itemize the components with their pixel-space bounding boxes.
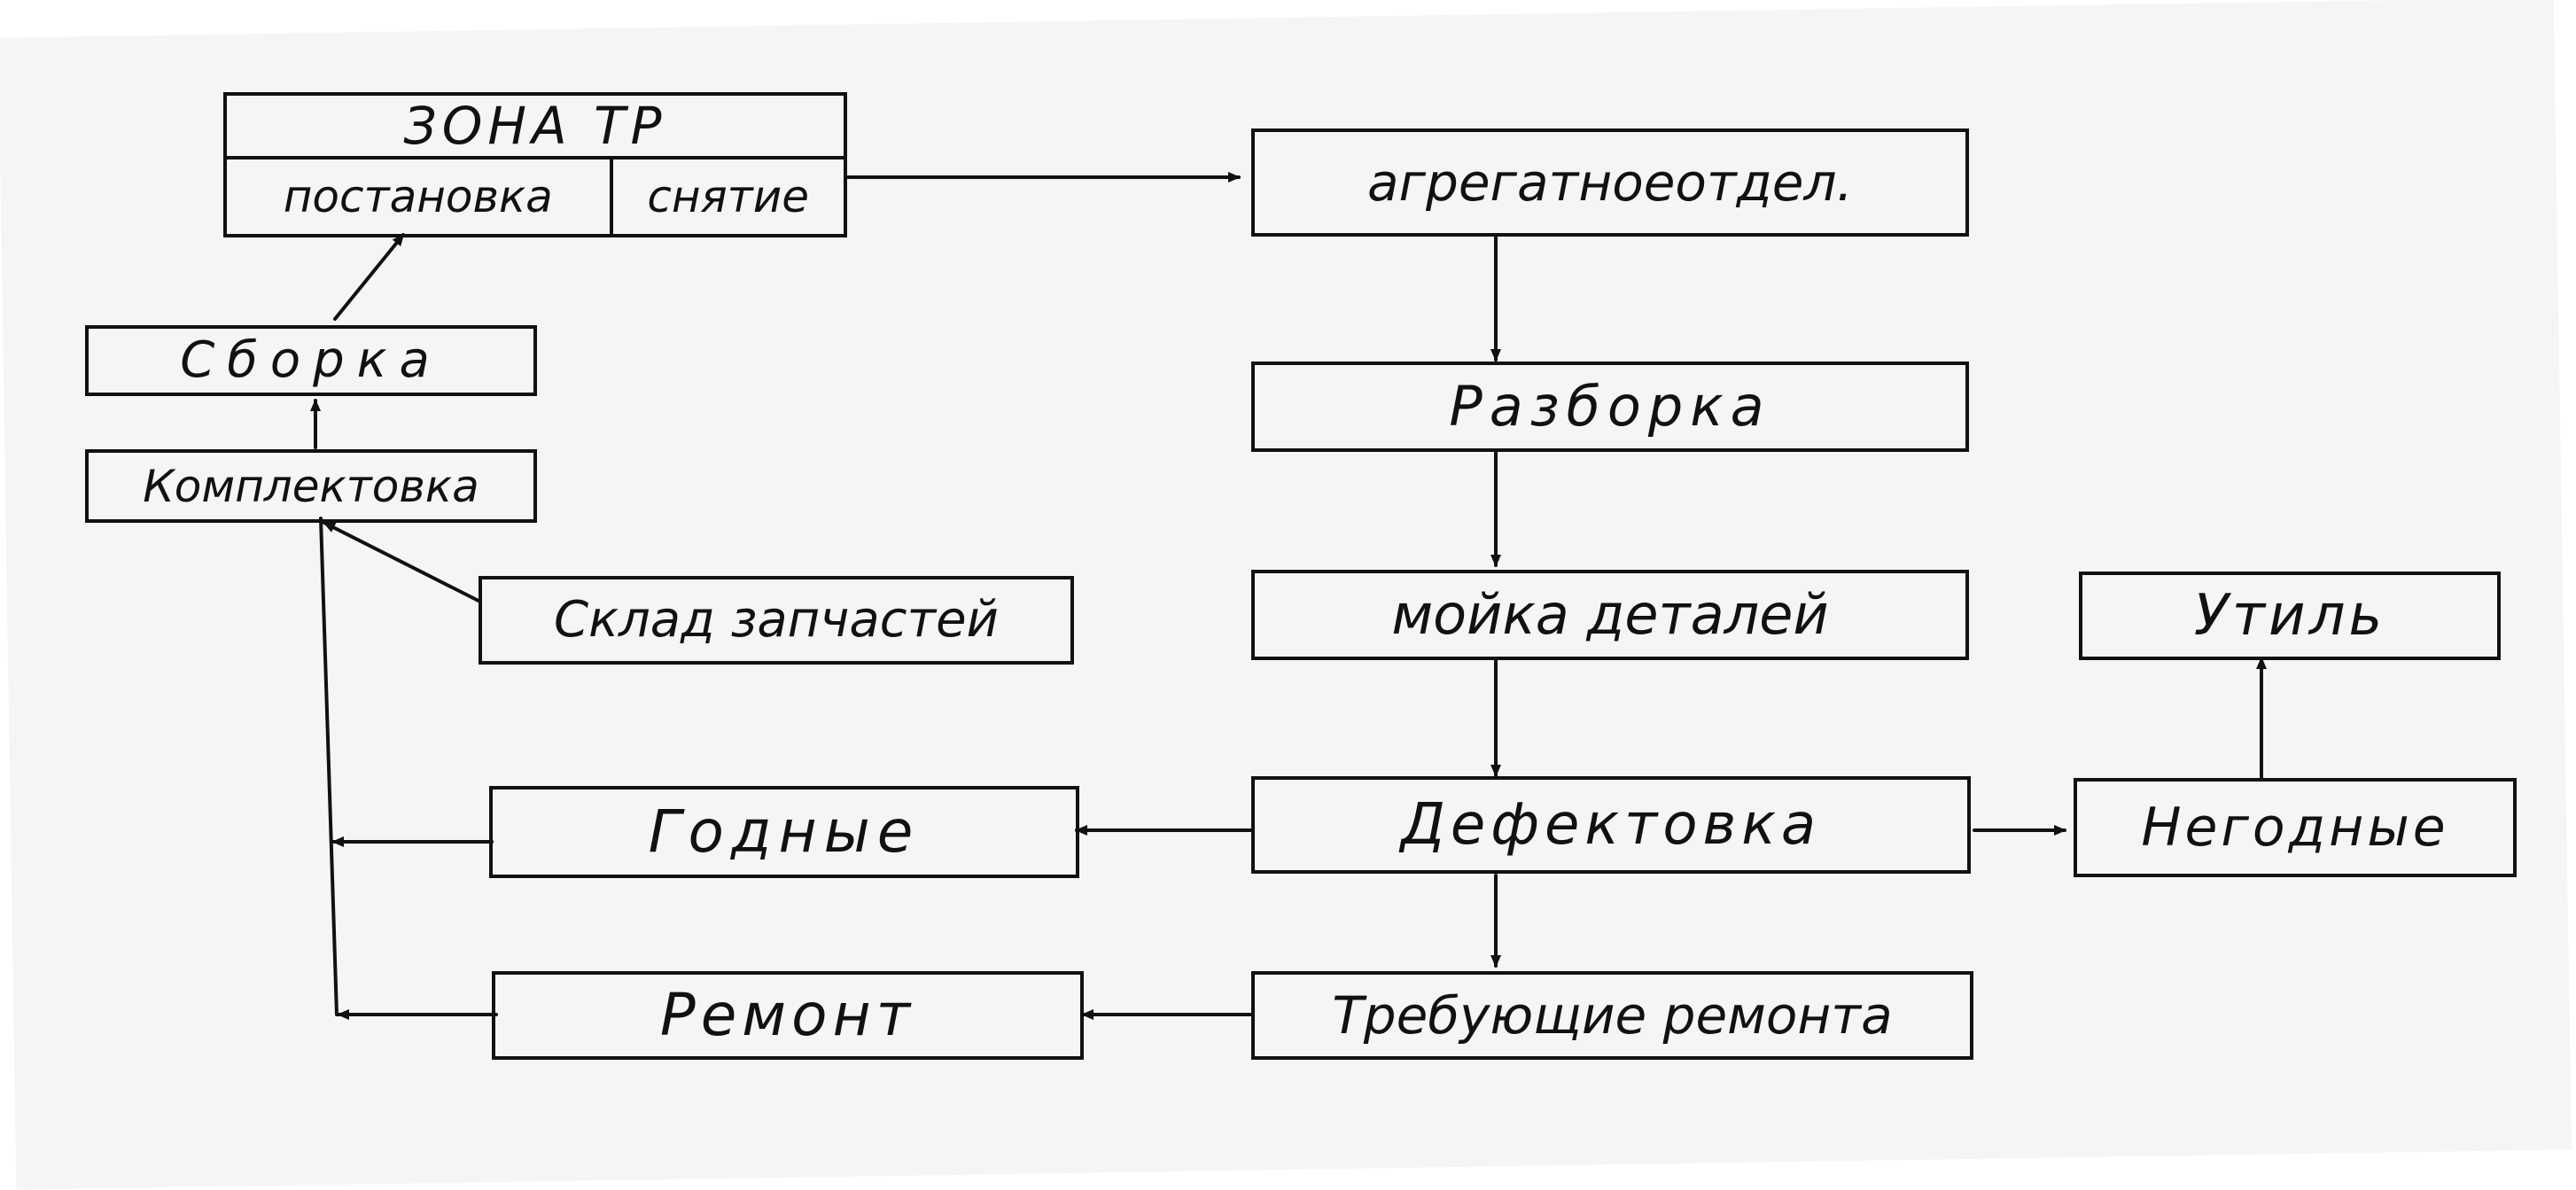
node-assembly: Сборка — [85, 325, 537, 396]
node-defect-inspection: Дефектовка — [1251, 776, 1971, 874]
zone-tr-remove: снятие — [647, 171, 810, 222]
node-spare-parts-store: Склад запчастей — [479, 576, 1074, 665]
arrow-spare-parts-to-kitting — [323, 521, 480, 603]
zone-tr-box: ЗОНА ТР постановка снятие — [223, 92, 847, 237]
node-needs-repair: Требующие ремонта — [1251, 971, 1973, 1060]
node-repair: Ремонт — [492, 971, 1084, 1060]
node-scrap: Утиль — [2079, 572, 2501, 660]
zone-tr-operations: постановка снятие — [227, 159, 844, 234]
return-line-to-kitting — [319, 517, 339, 1016]
zone-tr-install: постановка — [227, 159, 613, 234]
arrow-assembly-to-zone — [333, 233, 405, 321]
node-disassembly: Разборка — [1251, 362, 1969, 452]
node-fit: Годные — [489, 786, 1079, 878]
node-unit-department: агрегатноеотдел. — [1251, 128, 1969, 237]
node-parts-washing: мойка деталей — [1251, 570, 1969, 660]
zone-tr-title: ЗОНА ТР — [227, 96, 844, 159]
node-unfit: Негодные — [2074, 778, 2517, 877]
node-kitting: Комплектовка — [85, 449, 537, 523]
